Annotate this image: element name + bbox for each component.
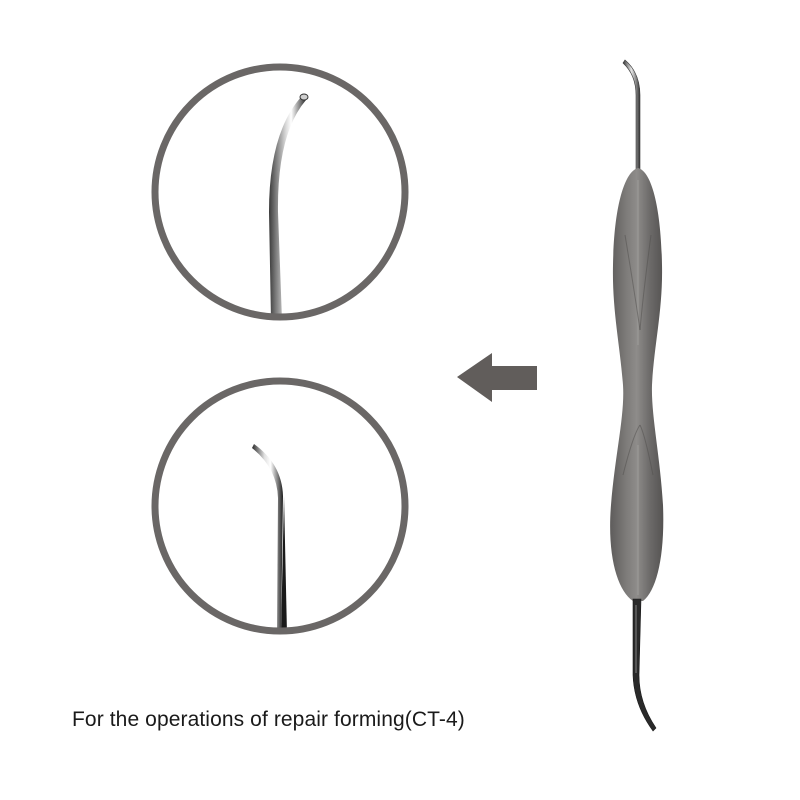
- callout-top: [150, 62, 410, 322]
- arrow-left-icon: [457, 353, 537, 402]
- arrow-left: [455, 350, 540, 405]
- magnified-tip-icon: [151, 63, 409, 321]
- dental-instrument: [595, 55, 685, 745]
- callout-bottom: [150, 376, 410, 636]
- caption: For the operations of repair forming(CT-…: [72, 708, 465, 731]
- dental-instrument-icon: [610, 59, 664, 732]
- magnified-tip-icon: [151, 377, 409, 635]
